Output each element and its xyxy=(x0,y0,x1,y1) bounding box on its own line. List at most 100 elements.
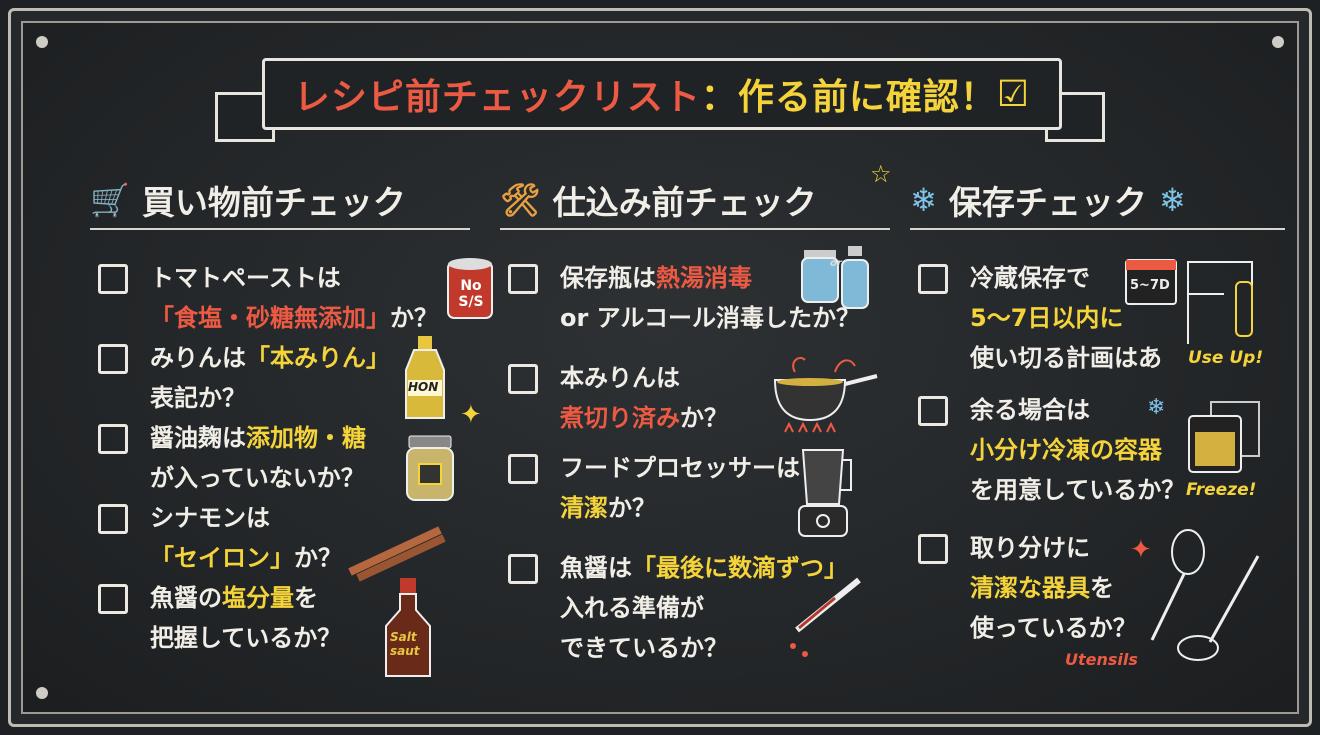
checkbox[interactable] xyxy=(98,344,128,374)
spray-bottle-icon xyxy=(841,246,869,309)
item-text: みりんは xyxy=(150,344,246,372)
checkbox[interactable] xyxy=(98,504,128,534)
column-heading-text: 保存チェック xyxy=(948,183,1147,222)
item-text: 使っているか？ xyxy=(970,614,1137,642)
checklist-item: 醤油麹は添加物・糖が入っていないか？ xyxy=(98,418,366,498)
jar-icon xyxy=(406,435,454,501)
checklist-item: 取り分けに清潔な器具を使っているか？ xyxy=(918,528,1137,648)
checkbox[interactable] xyxy=(98,584,128,614)
checkbox[interactable] xyxy=(918,396,948,426)
tomato-can-icon xyxy=(447,258,493,319)
tools-icon: 🛠 xyxy=(500,181,541,219)
checkbox-icon: ☑ xyxy=(996,73,1031,115)
checklist-item: 魚醤は「最後に数滴ずつ」入れる準備ができているか？ xyxy=(508,548,848,668)
spoon-ladle-icon xyxy=(1150,529,1260,661)
item-text: か？ xyxy=(390,304,438,332)
checkbox[interactable] xyxy=(508,264,538,294)
checkbox[interactable] xyxy=(508,554,538,584)
freezer-bag-icon xyxy=(1188,401,1260,473)
checklist-item: トマトペーストは「食塩・砂糖無添加」か？ xyxy=(98,258,438,338)
item-text: 入れる準備が xyxy=(560,594,704,622)
column-heading-text: 買い物前チェック xyxy=(141,183,406,222)
checklist-item: 余る場合は小分け冷凍の容器を用意しているか？ xyxy=(918,390,1185,510)
pan-icon xyxy=(773,356,878,433)
column-heading: 🛒 買い物前チェック xyxy=(90,180,470,230)
star-icon: ☆ xyxy=(870,160,892,188)
cinnamon-icon xyxy=(348,526,446,582)
item-text: か？ xyxy=(680,404,728,432)
item-text: 清潔な器具 xyxy=(970,574,1090,602)
item-text: 小分け冷凍の容器 xyxy=(970,436,1162,464)
food-processor-icon xyxy=(798,449,852,537)
corner-dot xyxy=(36,687,48,699)
corner-dot xyxy=(36,36,48,48)
item-text: 熱湯消毒 xyxy=(656,264,752,292)
item-text: 余る場合は xyxy=(970,396,1090,424)
checkbox[interactable] xyxy=(98,424,128,454)
item-text: or アルコール消毒したか？ xyxy=(560,304,860,332)
item-text: か？ xyxy=(294,544,342,572)
mirin-label: HON xyxy=(408,380,439,394)
item-text: 煮切り済み xyxy=(560,404,680,432)
item-text: 表記か？ xyxy=(150,384,246,412)
mirin-bottle-icon xyxy=(405,336,445,419)
checklist-item: みりんは「本みりん」表記か？ xyxy=(98,338,390,418)
sterile-jar-icon xyxy=(801,250,839,303)
item-text: 保存瓶は xyxy=(560,264,656,292)
item-text: トマトペーストは xyxy=(150,264,341,292)
checklist-item: 本みりんは煮切り済みか？ xyxy=(508,358,728,438)
checkbox[interactable] xyxy=(508,454,538,484)
sparkle-icon: ✦ xyxy=(1130,535,1152,565)
item-text: を用意しているか？ xyxy=(970,476,1186,504)
item-text: 「食塩・砂糖無添加」 xyxy=(150,304,390,332)
item-text: 塩分量 xyxy=(222,584,294,612)
item-text: 本みりんは xyxy=(560,364,680,392)
fish-sauce-label: Salt saut xyxy=(390,630,420,658)
shopping-cart-icon: 🛒 xyxy=(90,181,130,219)
item-text: 5〜7日以内に xyxy=(970,304,1124,332)
checklist-item: 冷蔵保存で 5〜7日以内に使い切る計画はあ xyxy=(918,258,1162,378)
calendar-label: 5~7D xyxy=(1130,278,1170,293)
sparkle-icon: ✦ xyxy=(460,400,482,430)
item-text: 「セイロン」 xyxy=(150,544,294,572)
snowflake-icon: ❄ xyxy=(910,181,937,219)
column-heading: 🛠 仕込み前チェック xyxy=(500,180,890,230)
checklist-item: シナモンは「セイロン」か？ xyxy=(98,498,342,578)
item-text: か？ xyxy=(608,494,656,522)
use-up-label: Use Up! xyxy=(1188,348,1264,368)
title-main: レシピ前チェックリスト xyxy=(293,77,701,118)
checkbox[interactable] xyxy=(508,364,538,394)
fridge-icon xyxy=(1187,261,1253,344)
item-text: を xyxy=(294,584,318,612)
item-text: フードプロセッサーは xyxy=(560,454,800,482)
item-text: 添加物・糖 xyxy=(246,424,366,452)
freeze-label: Freeze! xyxy=(1186,480,1257,500)
item-text: を xyxy=(1090,574,1114,602)
calendar-icon xyxy=(1125,259,1177,305)
can-label: No S/S xyxy=(458,278,484,310)
page-title: レシピ前チェックリスト ：作る前に確認！ ☑ xyxy=(262,58,1062,130)
corner-dot xyxy=(1272,36,1284,48)
item-text: が入っていないか？ xyxy=(150,464,365,492)
item-text: 魚醤の xyxy=(150,584,222,612)
checkbox[interactable] xyxy=(98,264,128,294)
title-sub: ：作る前に確認！ xyxy=(700,77,997,118)
item-text: 取り分けに xyxy=(970,534,1090,562)
snowflake-icon: ❄ xyxy=(1147,395,1166,420)
fish-sauce-bottle-icon xyxy=(385,578,431,677)
column-heading: ❄ 保存チェック ❄ xyxy=(910,180,1285,230)
item-text: 魚醤は xyxy=(560,554,632,582)
item-text: 冷蔵保存で xyxy=(970,264,1090,292)
column-heading-text: 仕込み前チェック xyxy=(552,183,817,222)
item-text: 使い切る計画はあ xyxy=(970,344,1162,372)
checkbox[interactable] xyxy=(918,534,948,564)
checklist-item: 魚醤の塩分量を把握しているか？ xyxy=(98,578,341,658)
checklist-item: 保存瓶は熱湯消毒 or アルコール消毒したか？ xyxy=(508,258,860,338)
item-text: シナモンは xyxy=(150,504,270,532)
utensils-label: Utensils xyxy=(1065,650,1138,669)
item-text: 清潔 xyxy=(560,494,608,522)
snowflake-icon: ❄ xyxy=(1158,181,1186,219)
item-text: できているか？ xyxy=(560,634,728,662)
checkbox[interactable] xyxy=(918,264,948,294)
item-text: 「本みりん」 xyxy=(246,344,390,372)
